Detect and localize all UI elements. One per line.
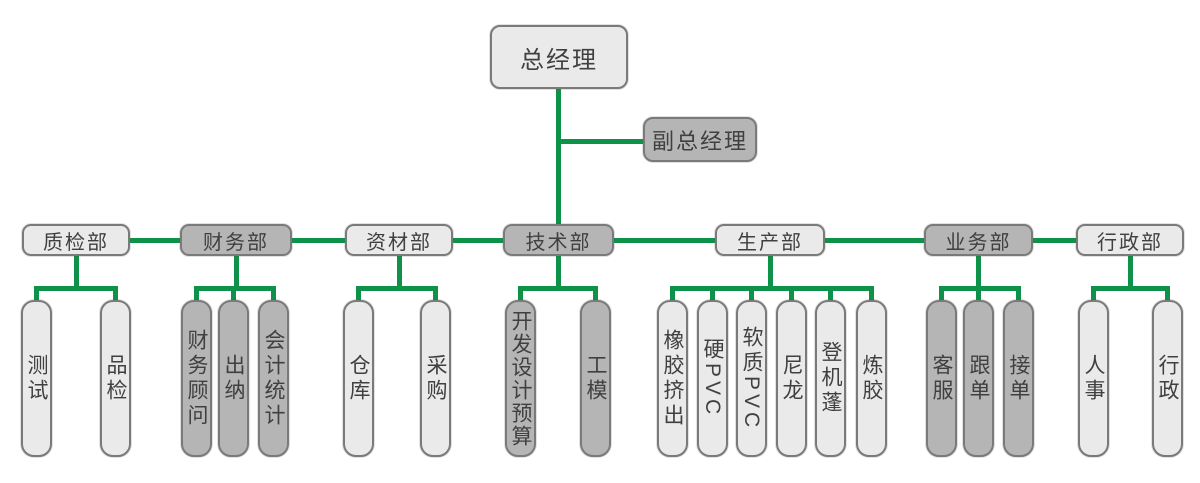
connector-child-drop [34, 286, 39, 302]
node-label: 登机蓬 [819, 341, 842, 416]
connector-child-drop [976, 286, 981, 302]
leaf-rigid-pvc[interactable]: 硬PVC [697, 300, 728, 457]
leaf-customer-service[interactable]: 客服 [926, 300, 957, 457]
leaf-warehouse[interactable]: 仓库 [343, 300, 374, 457]
connector-child-drop [670, 286, 675, 302]
connector-dept-drop [976, 254, 981, 291]
leaf-hr[interactable]: 人事 [1078, 300, 1109, 457]
leaf-rubber-mixing[interactable]: 炼胶 [856, 300, 887, 457]
leaf-nylon[interactable]: 尼龙 [776, 300, 807, 457]
connector-dept-link [1033, 238, 1076, 243]
connector-child-drop [271, 286, 276, 302]
node-label: 技术部 [525, 231, 592, 254]
connector-child-drop [113, 286, 118, 302]
node-label: 会计统计 [262, 328, 285, 429]
dept-administration[interactable]: 行政部 [1076, 224, 1184, 256]
leaf-purchasing[interactable]: 采购 [420, 300, 451, 457]
connector-child-drop [194, 286, 199, 302]
connector-dept-drop [1128, 254, 1133, 291]
leaf-cashier[interactable]: 出纳 [218, 300, 249, 457]
connector-dept-link [825, 238, 924, 243]
node-label: 开发设计预算 [509, 309, 532, 448]
node-label: 人事 [1082, 353, 1105, 404]
connector-dept-drop [397, 254, 402, 291]
leaf-accounting-statistics[interactable]: 会计统计 [258, 300, 289, 457]
connector-bus [518, 286, 598, 291]
leaf-order-taking[interactable]: 接单 [1003, 300, 1034, 457]
leaf-testing[interactable]: 测试 [21, 300, 52, 457]
connector-dept-link [292, 238, 345, 243]
node-label: 炼胶 [860, 353, 883, 404]
connector-dept-link [130, 238, 180, 243]
node-label: 资材部 [366, 231, 432, 254]
node-label: 业务部 [945, 231, 1012, 254]
connector-child-drop [231, 286, 236, 302]
connector-bus [356, 286, 438, 291]
connector-dept-link [453, 238, 503, 243]
node-label: 副总经理 [651, 128, 748, 154]
leaf-quality-check[interactable]: 品检 [100, 300, 131, 457]
connector-trunk [556, 89, 561, 224]
connector-bus [34, 286, 118, 291]
connector-deputy-branch [559, 139, 643, 144]
node-label: 仓库 [347, 353, 370, 404]
node-label: 行政 [1156, 353, 1179, 404]
node-label: 生产部 [737, 231, 803, 254]
node-label: 出纳 [222, 353, 245, 404]
node-general-manager[interactable]: 总经理 [490, 25, 628, 89]
connector-bus [670, 286, 874, 291]
leaf-rubber-extrusion[interactable]: 橡胶挤出 [657, 300, 688, 457]
node-label: 接单 [1007, 353, 1030, 404]
dept-finance[interactable]: 财务部 [180, 224, 292, 256]
connector-dept-drop [768, 254, 773, 291]
node-label: 跟单 [967, 353, 990, 404]
connector-child-drop [939, 286, 944, 302]
node-label: 软质PVC [740, 325, 763, 432]
leaf-financial-advisor[interactable]: 财务顾问 [181, 300, 212, 457]
dept-technology[interactable]: 技术部 [503, 224, 614, 256]
leaf-development-design-budget[interactable]: 开发设计预算 [505, 300, 536, 457]
leaf-boarding-canopy[interactable]: 登机蓬 [815, 300, 846, 457]
node-label: 尼龙 [780, 353, 803, 404]
node-label: 硬PVC [701, 338, 724, 419]
node-label: 工模 [584, 353, 607, 404]
connector-child-drop [356, 286, 361, 302]
node-label: 品检 [104, 353, 127, 404]
dept-business[interactable]: 业务部 [924, 224, 1033, 256]
node-label: 橡胶挤出 [661, 328, 684, 429]
node-label: 总经理 [520, 46, 598, 74]
connector-dept-drop [234, 254, 239, 291]
leaf-order-follow-up[interactable]: 跟单 [963, 300, 994, 457]
node-label: 测试 [25, 353, 48, 404]
dept-quality-inspection[interactable]: 质检部 [22, 224, 130, 256]
connector-child-drop [749, 286, 754, 302]
connector-child-drop [710, 286, 715, 302]
node-label: 采购 [424, 353, 447, 404]
dept-production[interactable]: 生产部 [715, 224, 825, 256]
connector-child-drop [828, 286, 833, 302]
connector-child-drop [1016, 286, 1021, 302]
connector-child-drop [593, 286, 598, 302]
connector-child-drop [433, 286, 438, 302]
connector-child-drop [1091, 286, 1096, 302]
connector-child-drop [1165, 286, 1170, 302]
node-deputy-general-manager[interactable]: 副总经理 [643, 117, 757, 162]
connector-dept-drop [74, 254, 79, 291]
node-label: 客服 [930, 353, 953, 404]
connector-child-drop [518, 286, 523, 302]
node-label: 质检部 [43, 231, 109, 254]
connector-bus [1091, 286, 1170, 291]
node-label: 财务顾问 [185, 328, 208, 429]
connector-child-drop [789, 286, 794, 302]
connector-dept-drop [556, 254, 561, 291]
leaf-tooling[interactable]: 工模 [580, 300, 611, 457]
connector-dept-link [614, 238, 715, 243]
node-label: 行政部 [1097, 231, 1163, 254]
node-label: 财务部 [203, 231, 269, 254]
dept-materials[interactable]: 资材部 [345, 224, 453, 256]
leaf-soft-pvc[interactable]: 软质PVC [736, 300, 767, 457]
connector-child-drop [869, 286, 874, 302]
leaf-admin[interactable]: 行政 [1152, 300, 1183, 457]
